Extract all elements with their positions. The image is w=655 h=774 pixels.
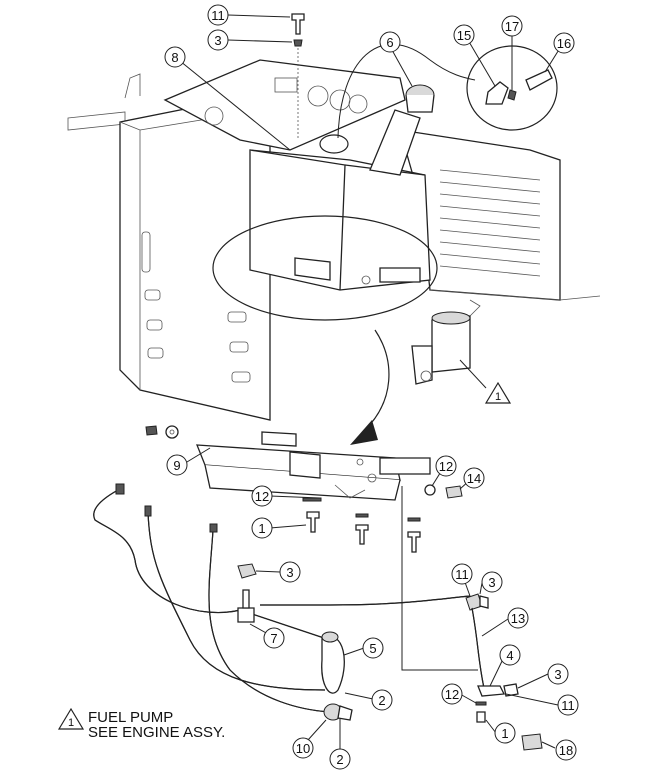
callout-8: 8 xyxy=(164,46,186,68)
bracket-hardware-left xyxy=(145,425,179,439)
fuel-pump-assembly xyxy=(411,299,481,385)
fuel-line-assembly xyxy=(465,593,543,751)
callout-12-upper: 12 xyxy=(435,455,457,477)
svg-text:15: 15 xyxy=(457,28,471,43)
svg-text:3: 3 xyxy=(554,667,561,682)
fuel-hoses xyxy=(93,483,471,713)
svg-text:8: 8 xyxy=(171,50,178,65)
callout-14: 14 xyxy=(463,467,485,489)
callout-18: 18 xyxy=(555,739,577,761)
svg-text:13: 13 xyxy=(511,611,525,626)
bolt-11 xyxy=(291,13,305,35)
callout-12-lower: 12 xyxy=(441,683,463,705)
svg-text:7: 7 xyxy=(270,631,277,646)
svg-text:1: 1 xyxy=(501,726,508,741)
svg-text:2: 2 xyxy=(336,752,343,767)
zoom-arrow xyxy=(364,329,390,431)
svg-text:12: 12 xyxy=(445,687,459,702)
svg-text:4: 4 xyxy=(506,648,513,663)
arrow-head xyxy=(350,420,378,445)
callout-11-lower: 11 xyxy=(557,694,579,716)
svg-text:1: 1 xyxy=(68,717,74,729)
svg-text:11: 11 xyxy=(211,8,225,23)
svg-text:1: 1 xyxy=(258,521,265,536)
tank-mounting-bracket xyxy=(196,431,431,501)
callout-3: 3 xyxy=(207,29,229,51)
callout-15: 15 xyxy=(453,24,475,46)
callout-3-right: 3 xyxy=(481,571,503,593)
svg-text:11: 11 xyxy=(561,698,575,713)
callout-1-lower: 1 xyxy=(494,722,516,744)
svg-text:9: 9 xyxy=(173,458,180,473)
callout-9: 9 xyxy=(166,454,188,476)
assembly-leader xyxy=(401,486,478,671)
fuel-pump-note: 1 FUEL PUMP SEE ENGINE ASSY. xyxy=(57,707,225,741)
callout-11: 11 xyxy=(207,4,229,26)
svg-text:3: 3 xyxy=(286,565,293,580)
fuel-tank xyxy=(249,84,435,291)
svg-text:1: 1 xyxy=(495,391,501,403)
svg-text:3: 3 xyxy=(488,575,495,590)
fitting-elbow xyxy=(485,81,509,105)
svg-text:10: 10 xyxy=(296,741,310,756)
bracket-bolts xyxy=(302,497,421,553)
grille-slots xyxy=(439,169,541,277)
callout-2-upper: 2 xyxy=(371,689,393,711)
svg-text:12: 12 xyxy=(255,489,269,504)
svg-text:3: 3 xyxy=(214,33,221,48)
callout-3-middle: 3 xyxy=(279,561,301,583)
hose-fitting-10 xyxy=(323,703,353,721)
callout-16: 16 xyxy=(553,32,575,54)
svg-text:18: 18 xyxy=(559,743,573,758)
callout-7: 7 xyxy=(263,627,285,649)
callout-13: 13 xyxy=(507,607,529,629)
note-line-1: FUEL PUMP xyxy=(88,709,173,726)
callout-12-middle: 12 xyxy=(251,485,273,507)
svg-text:17: 17 xyxy=(505,19,519,34)
callout-5: 5 xyxy=(362,637,384,659)
callout-1-middle: 1 xyxy=(251,517,273,539)
svg-text:5: 5 xyxy=(369,641,376,656)
svg-text:6: 6 xyxy=(386,35,393,50)
callout-11-right: 11 xyxy=(451,563,473,585)
callout-leaders xyxy=(179,14,561,750)
bracket-hardware-right xyxy=(424,484,463,499)
callout-17: 17 xyxy=(501,15,523,37)
tee-fitting xyxy=(237,589,255,623)
inline-fuel-filter xyxy=(321,631,345,694)
fuel-pump-triangle-marker: 1 xyxy=(484,381,512,404)
callout-4: 4 xyxy=(499,644,521,666)
svg-text:12: 12 xyxy=(439,459,453,474)
note-line-2: SEE ENGINE ASSY. xyxy=(88,724,225,741)
callout-2-lower: 2 xyxy=(329,748,351,770)
svg-text:14: 14 xyxy=(467,471,481,486)
callout-3-lower: 3 xyxy=(547,663,569,685)
detail-zoom-ellipse xyxy=(212,215,438,321)
callout-6: 6 xyxy=(379,31,401,53)
note-triangle-marker xyxy=(57,707,85,730)
callouts: 11 3 8 6 15 17 16 9 12 14 12 1 3 7 5 2 1… xyxy=(164,4,579,770)
svg-text:11: 11 xyxy=(455,567,469,582)
callout-10: 10 xyxy=(292,737,314,759)
hex-nut xyxy=(237,563,257,579)
svg-text:2: 2 xyxy=(378,693,385,708)
hose-barb xyxy=(525,69,553,91)
svg-text:16: 16 xyxy=(557,36,571,51)
machine-frame xyxy=(67,59,601,421)
